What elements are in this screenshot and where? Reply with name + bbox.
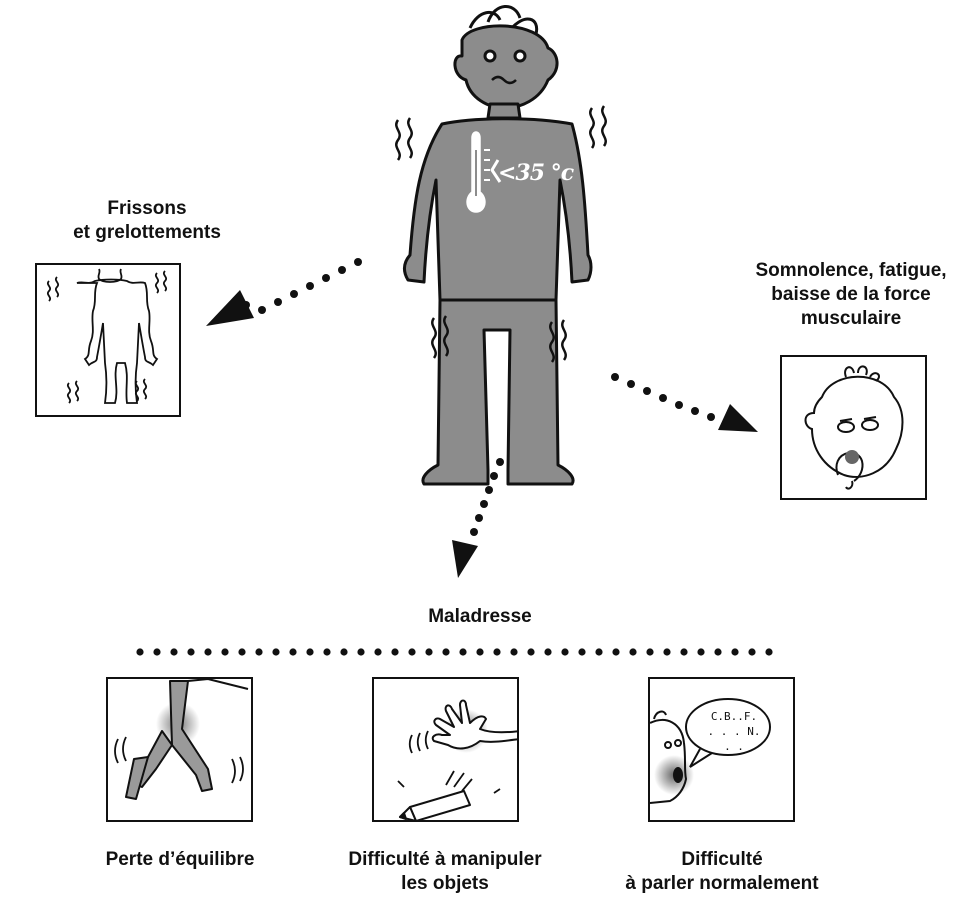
speech-difficulty-panel: C.B..F. . . . N. . . [648, 677, 795, 822]
falling-legs-icon [108, 679, 253, 822]
speech-bubble-text: C.B..F. . . . N. . . [704, 709, 764, 754]
object-handling-caption: Difficulté à manipuler les objets [320, 848, 570, 896]
drowsiness-label: Somnolence, fatigue, baisse de la force … [726, 259, 976, 331]
shivering-label-line2: et grelottements [52, 221, 242, 245]
dotted-divider [136, 648, 772, 655]
clumsiness-title: Maladresse [380, 605, 580, 629]
speech-bubble-line1: C.B..F. [704, 709, 764, 724]
speech-bubble-line2: . . . N. . . [704, 724, 764, 754]
balance-loss-caption: Perte d’équilibre [70, 848, 290, 872]
arrow-to-drowsiness [611, 373, 758, 432]
shivering-body-outline-icon [37, 265, 181, 417]
speech-difficulty-caption-line2: à parler normalement [594, 872, 850, 896]
arrow-to-shivering [206, 258, 362, 326]
dropping-pencil-hand-icon [374, 679, 519, 822]
drowsiness-label-line3: musculaire [726, 307, 976, 331]
drowsiness-label-line1: Somnolence, fatigue, [726, 259, 976, 283]
shivering-panel [35, 263, 181, 417]
temperature-reading: <35 °c [498, 160, 573, 186]
shivering-label-line1: Frissons [52, 197, 242, 221]
hypothermic-person-figure [404, 6, 591, 484]
object-handling-panel [372, 677, 519, 822]
speech-difficulty-caption-line1: Difficulté [594, 848, 850, 872]
speech-difficulty-caption: Difficulté à parler normalement [594, 848, 850, 896]
drowsiness-panel [780, 355, 927, 500]
object-handling-caption-line2: les objets [320, 872, 570, 896]
drowsiness-label-line2: baisse de la force [726, 283, 976, 307]
balance-loss-panel [106, 677, 253, 822]
shivering-label: Frissons et grelottements [52, 197, 242, 245]
object-handling-caption-line1: Difficulté à manipuler [320, 848, 570, 872]
balance-loss-caption-line1: Perte d’équilibre [70, 848, 290, 872]
yawning-face-icon [782, 357, 927, 500]
